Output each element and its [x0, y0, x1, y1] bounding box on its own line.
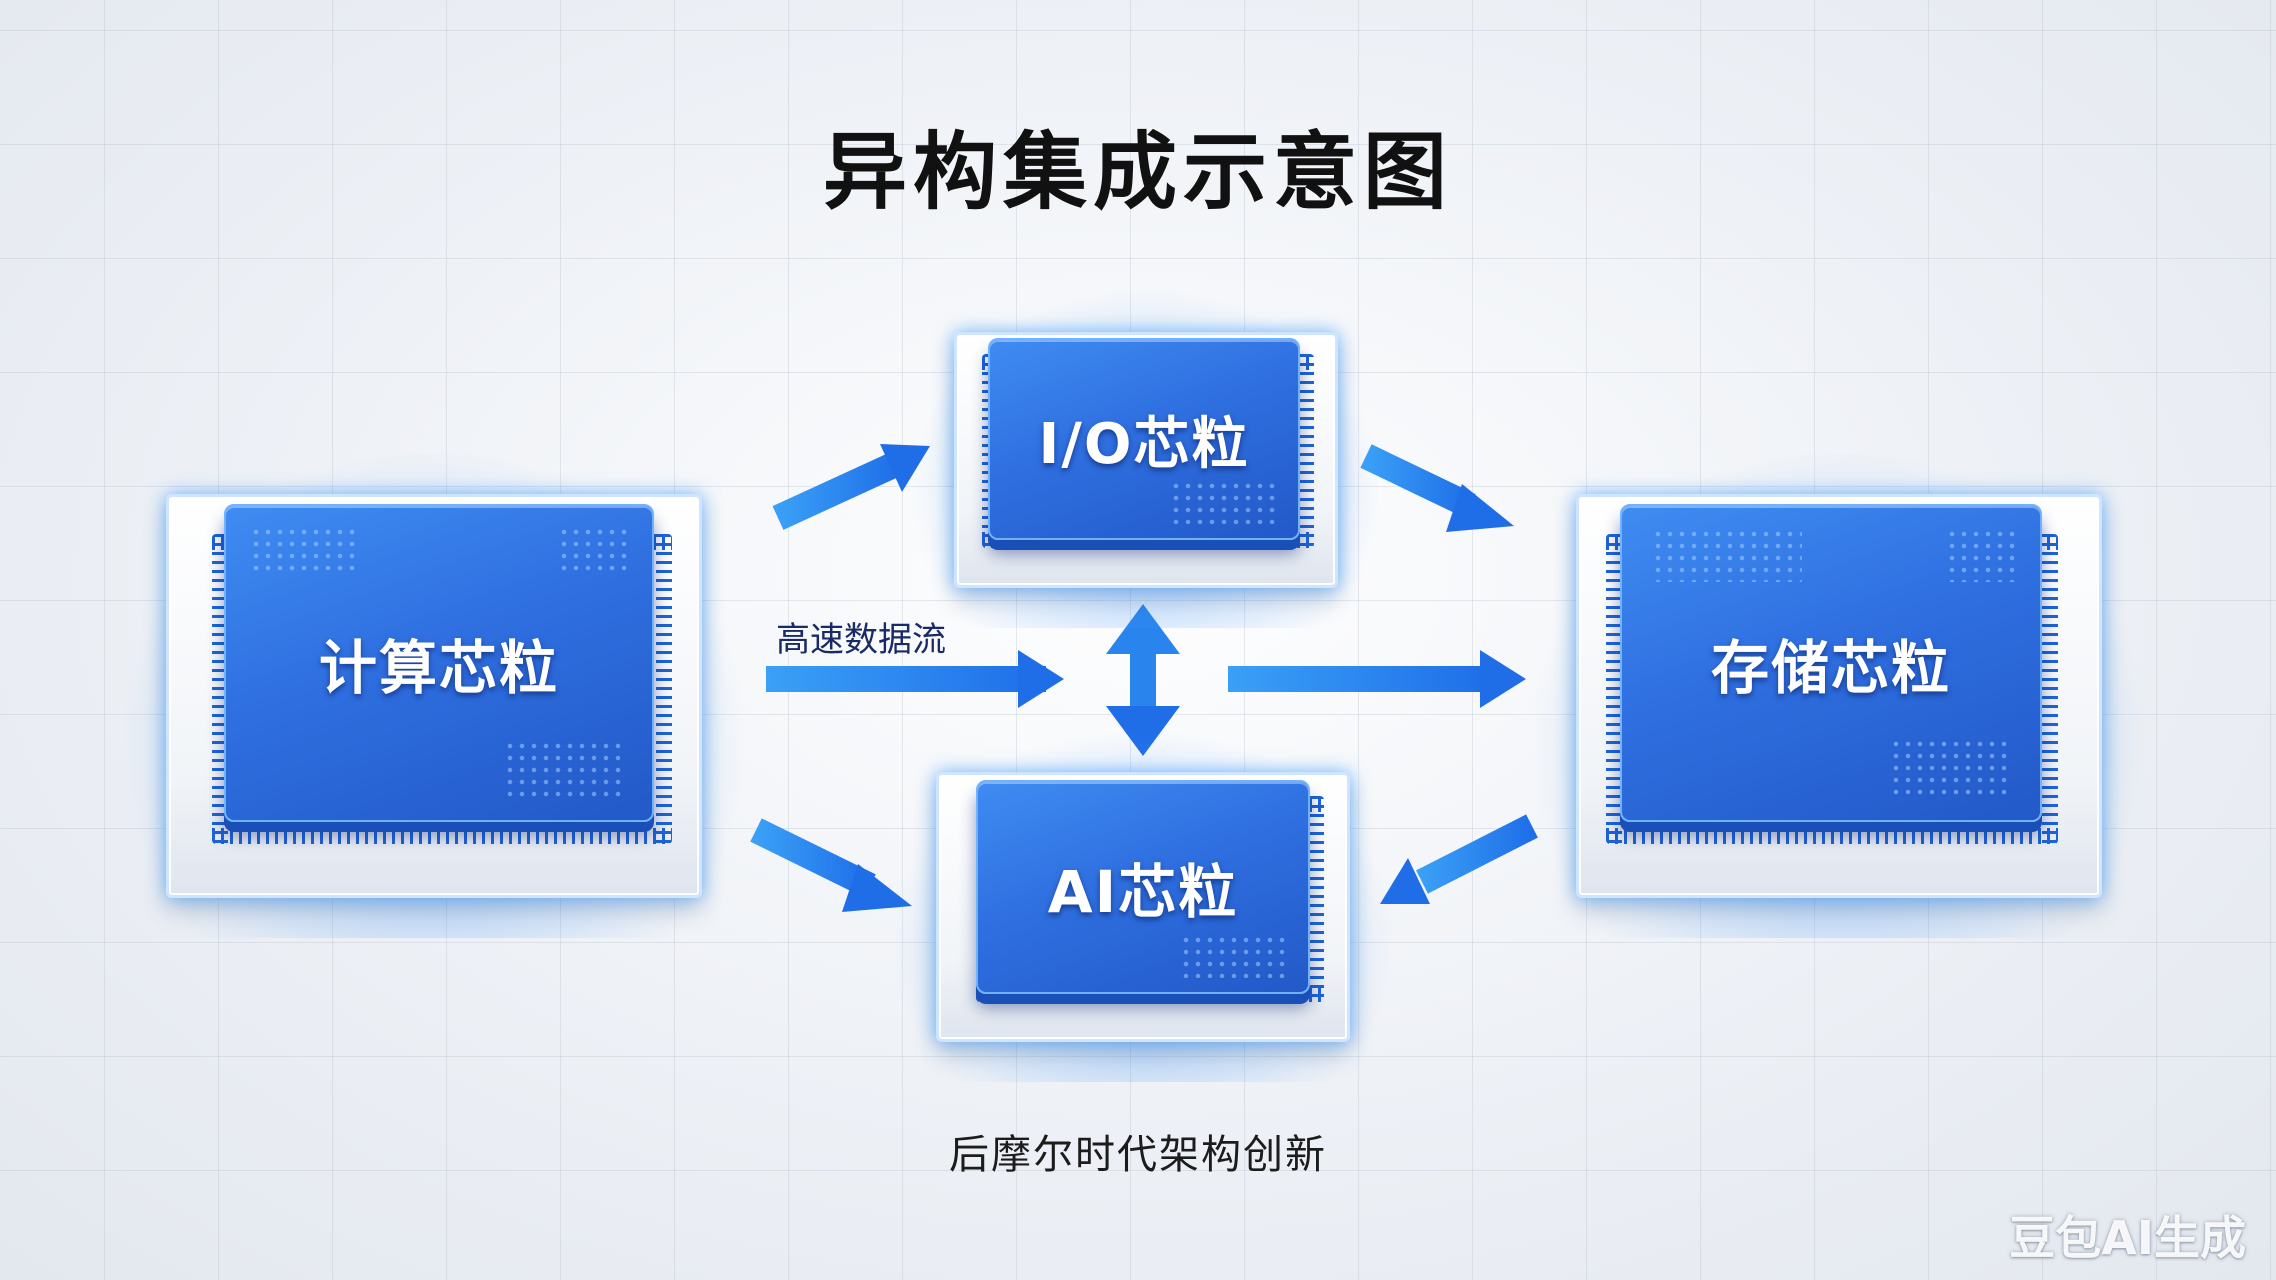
arrow-storage-to-ai: [1380, 814, 1538, 904]
die-pattern: [1170, 480, 1280, 524]
arrow-hub-to-storage: [1228, 650, 1526, 708]
die-pattern: [1890, 738, 2010, 798]
diagram-subtitle: 后摩尔时代架构创新: [949, 1132, 1327, 1178]
node-label-io: I/O芯粒: [1038, 411, 1250, 477]
node-compute-chiplet: 计算芯粒: [126, 454, 742, 938]
node-label-compute: 计算芯粒: [318, 634, 559, 702]
arrow-io-to-storage: [1360, 444, 1514, 532]
chip-die: 存储芯粒: [1620, 504, 2042, 822]
die-pattern: [250, 526, 360, 576]
node-ai-chiplet: AI芯粒: [896, 732, 1390, 1082]
edge-label-data-flow: 高速数据流: [776, 620, 946, 660]
node-label-storage: 存储芯粒: [1710, 634, 1951, 702]
diagram-title: 异构集成示意图: [822, 123, 1453, 221]
arrow-compute-to-io: [772, 444, 930, 530]
chip-die: AI芯粒: [976, 780, 1310, 994]
node-label-ai: AI芯粒: [1047, 858, 1239, 926]
die-pattern: [1652, 528, 1802, 582]
die-pattern: [504, 740, 624, 800]
node-io-chiplet: I/O芯粒: [914, 292, 1378, 628]
chip-die: 计算芯粒: [224, 504, 654, 822]
die-pattern: [558, 526, 628, 576]
die-pattern: [1946, 528, 2016, 582]
die-pattern: [1180, 934, 1290, 978]
arrow-io-ai-bidirectional: [1106, 604, 1180, 756]
watermark: 豆包AI生成: [2009, 1211, 2246, 1265]
node-storage-chiplet: 存储芯粒: [1536, 454, 2142, 938]
arrow-compute-to-ai: [750, 818, 912, 912]
arrow-compute-to-hub: [766, 650, 1064, 708]
chip-die: I/O芯粒: [988, 338, 1300, 540]
